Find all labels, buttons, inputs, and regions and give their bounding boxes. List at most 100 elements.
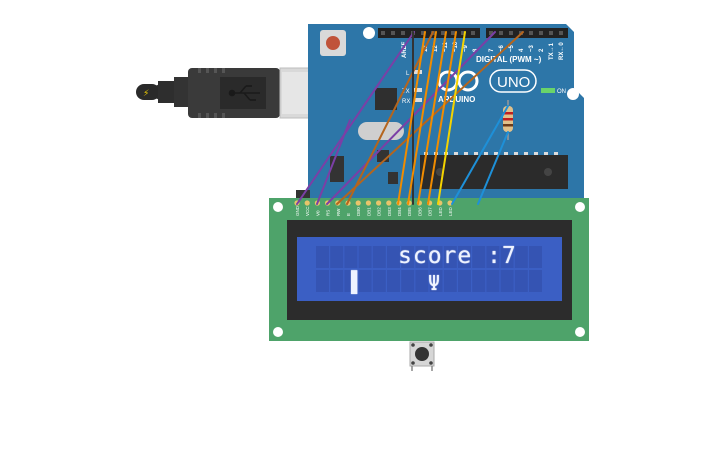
uno-badge xyxy=(489,69,537,93)
pushbutton-corner xyxy=(411,343,415,347)
lcd-pin-label: DB1 xyxy=(366,207,371,216)
rx-led xyxy=(414,98,422,102)
lcd-cell xyxy=(344,270,358,292)
aref-label: AREF xyxy=(402,41,408,58)
pin-label: 13 xyxy=(423,45,429,52)
uno-label: UNO xyxy=(497,74,530,91)
pin-label: 7 xyxy=(489,48,495,52)
lcd-cell xyxy=(486,246,500,268)
lcd-pin[interactable] xyxy=(386,200,392,206)
arduino-brand-label: ARDUINO xyxy=(438,95,475,104)
lcd-cell xyxy=(330,246,344,268)
lcd-cell xyxy=(387,246,400,268)
lcd-cell xyxy=(316,270,329,292)
wire-orange[interactable] xyxy=(397,31,426,205)
lcd-pin-label: DB2 xyxy=(377,207,382,216)
wire-brown[interactable] xyxy=(336,31,524,205)
lcd-pin[interactable] xyxy=(365,200,371,206)
lcd-mount-hole xyxy=(575,327,585,337)
lcd-cell xyxy=(358,270,372,292)
usb-cable-boot xyxy=(136,84,160,100)
pushbutton[interactable] xyxy=(409,341,435,371)
wire-purple[interactable] xyxy=(296,31,415,205)
l-led-label: L xyxy=(406,71,410,77)
lcd-cell xyxy=(486,270,500,292)
lcd-pin-label: E xyxy=(346,213,351,216)
lcd-pin[interactable] xyxy=(304,200,310,206)
rx-label: RX xyxy=(402,99,410,105)
wire-yellow[interactable] xyxy=(437,31,466,205)
lcd-pin-label: DB5 xyxy=(407,207,412,216)
lcd-cell xyxy=(429,270,443,292)
lcd-pin[interactable] xyxy=(376,200,382,206)
lcd-cell-grid xyxy=(316,246,542,292)
wire-orange[interactable] xyxy=(417,31,447,205)
pin-label: ~3 xyxy=(529,44,535,52)
pushbutton-cap[interactable] xyxy=(415,347,429,361)
pin-label: ~9 xyxy=(463,44,469,52)
lcd-cell xyxy=(443,246,457,268)
lcd-pin-label: LED xyxy=(448,206,453,216)
digital-header-right[interactable] xyxy=(486,28,568,38)
lcd-pin-label: DB0 xyxy=(356,207,361,216)
lcd-pin-label: RW xyxy=(336,208,341,216)
arduino-uno-board[interactable]: AREF 13 12 ~11 ~10 ~9 8 7 ~6 ~5 4 ~3 2 T… xyxy=(296,24,584,202)
tx-led xyxy=(414,88,422,92)
wire-blue[interactable] xyxy=(477,131,509,205)
usb-icon xyxy=(228,85,260,101)
resistor-band xyxy=(503,118,513,121)
lcd-pin-label: LED xyxy=(438,206,443,216)
arduino-mount-hole xyxy=(363,27,375,39)
lcd-row-1-text: score :7 xyxy=(398,243,517,269)
lcd-cell xyxy=(472,270,486,292)
lcd-cell xyxy=(514,246,528,268)
wire-orange[interactable] xyxy=(427,31,457,205)
lcd-cell xyxy=(514,270,528,292)
lcd-cell xyxy=(372,246,386,268)
player-sprite-icon: ▐ xyxy=(345,270,359,294)
lcd-pin-label: VCC xyxy=(305,206,310,216)
lcd-pin-label: RS xyxy=(326,210,331,216)
wire-orange[interactable] xyxy=(407,31,437,205)
pushbutton-corner xyxy=(411,361,415,365)
resistor-band xyxy=(503,112,513,115)
lcd-cell xyxy=(330,270,344,292)
pushbutton-corner xyxy=(429,343,433,347)
capacitor xyxy=(330,156,344,182)
lcd-cell xyxy=(415,270,429,292)
lcd-cell xyxy=(372,270,386,292)
lcd-cell xyxy=(529,246,542,268)
lcd-cell xyxy=(415,246,429,268)
pin-label: ~10 xyxy=(453,41,459,52)
lcd-cell xyxy=(401,270,415,292)
wire-purple[interactable] xyxy=(316,119,351,205)
lcd-mount-hole xyxy=(575,202,585,212)
pin-label: TX→1 xyxy=(549,42,555,60)
lcd-cell xyxy=(529,270,542,292)
lcd-pin-label: V0 xyxy=(315,210,320,216)
digital-header-left[interactable] xyxy=(378,28,480,38)
small-chip xyxy=(388,172,398,184)
lcd-cell xyxy=(472,246,486,268)
lcd-cell xyxy=(500,270,514,292)
lcd-mount-hole xyxy=(273,327,283,337)
lcd-pin-label: DB4 xyxy=(397,207,402,216)
wire-blue[interactable] xyxy=(451,105,509,205)
lcd-cell xyxy=(458,246,471,268)
usb-cable-strain xyxy=(158,81,174,103)
wire-brown[interactable] xyxy=(346,31,434,205)
pin-label-group: AREF 13 12 ~11 ~10 ~9 8 7 ~6 ~5 4 ~3 2 T… xyxy=(402,41,565,60)
wires[interactable] xyxy=(296,31,524,205)
tx-label: TX xyxy=(402,89,410,95)
arduino-mount-hole xyxy=(567,88,579,100)
atmega-mark xyxy=(544,168,552,176)
lcd-pin[interactable] xyxy=(355,200,361,206)
lcd-cell xyxy=(500,246,514,268)
lcd-pin-label: DB6 xyxy=(417,207,422,216)
power-plug-icon: ⚡ xyxy=(143,89,149,99)
pin-label: ~11 xyxy=(443,41,449,52)
pin-label: 2 xyxy=(539,48,545,52)
reset-button[interactable] xyxy=(326,36,340,50)
